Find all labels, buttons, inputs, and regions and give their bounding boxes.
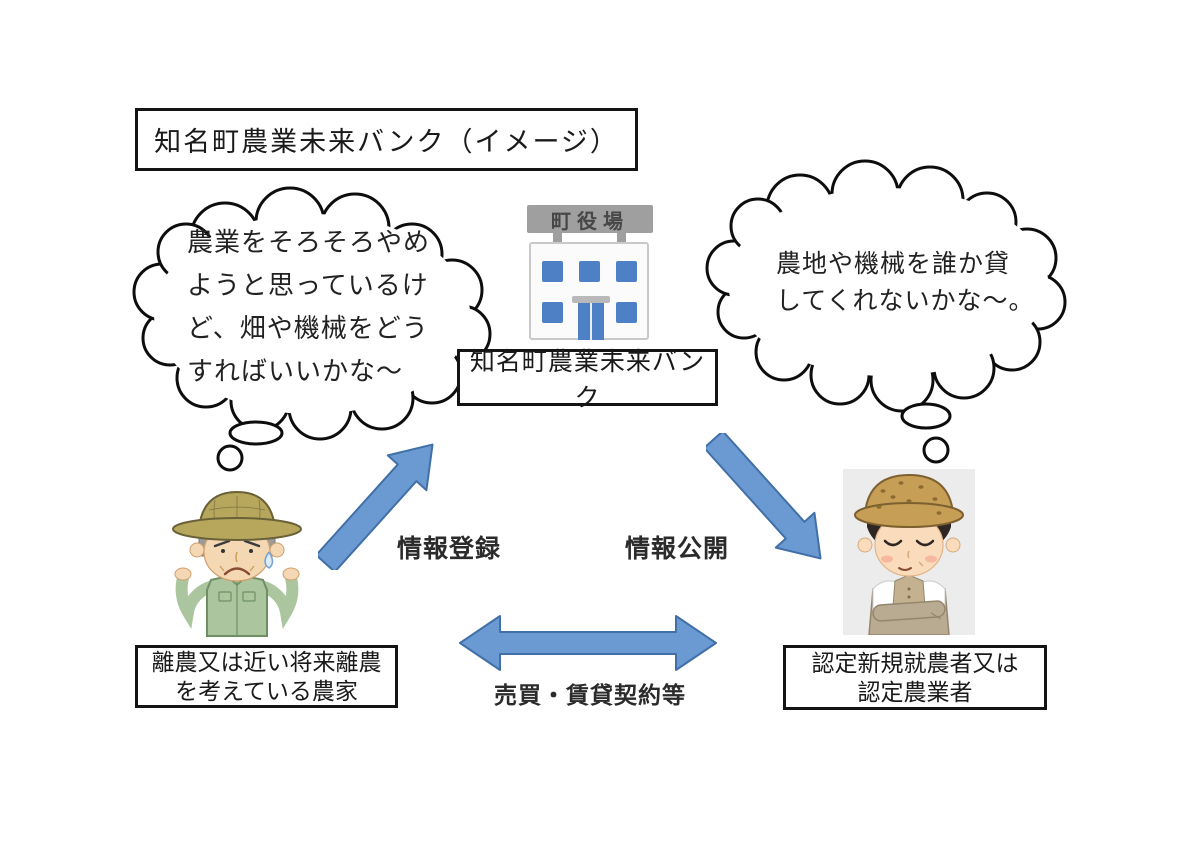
window-icon <box>542 302 563 323</box>
thought-trail-left <box>216 420 284 472</box>
town-hall-sign: 町役場 <box>527 205 653 233</box>
town-hall-icon: 町役場 <box>513 194 659 346</box>
arrow-publish <box>706 433 822 560</box>
new-farmer-drawing <box>854 473 964 636</box>
arrow-register <box>318 443 434 570</box>
new-farmer-label: 認定新規就農者又は 認定農業者 <box>783 645 1047 710</box>
retiring-farmer-label: 離農又は近い将来離農 を考えている農家 <box>135 645 398 708</box>
new-farmer-thought-text: 農地や機械を誰か貸 してくれないかな～。 <box>776 250 1035 315</box>
arrow-contract <box>459 615 717 671</box>
thought-cloud-left <box>132 186 492 472</box>
register-label: 情報登録 <box>397 535 502 563</box>
door-awning <box>572 296 610 303</box>
diagram-title: 知名町農業未来バンク（イメージ） <box>135 108 638 171</box>
window-icon <box>542 261 563 282</box>
retiring-farmer-thought-text: 農業をそろそろやめ ようと思っているけ ど、畑や機械をどう すればいいかな～ <box>187 227 431 386</box>
thought-cloud-right <box>705 159 1067 464</box>
publish-label: 情報公開 <box>625 535 730 563</box>
window-icon <box>616 302 637 323</box>
bank-label: 知名町農業未来バンク <box>457 348 718 412</box>
door-icon <box>578 303 604 340</box>
contract-label: 売買・賃貸契約等 <box>494 682 686 708</box>
window-icon <box>579 261 600 282</box>
thought-trail-right <box>900 402 952 464</box>
retiring-farmer-illustration <box>172 490 302 637</box>
window-icon <box>616 261 637 282</box>
new-farmer-illustration <box>843 469 975 636</box>
